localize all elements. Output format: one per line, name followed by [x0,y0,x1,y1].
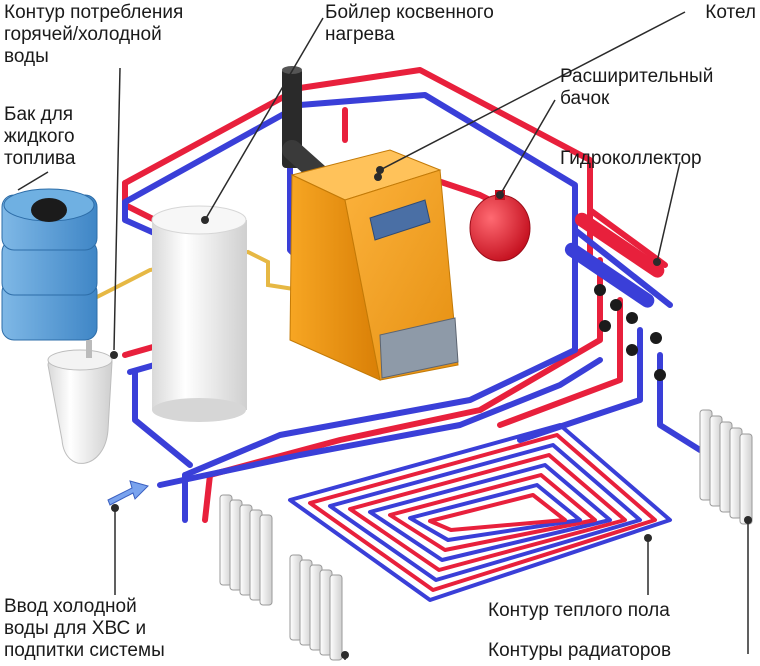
leader-dots [110,166,752,659]
label-radiator-circuits: Контуры радиаторов [488,640,672,661]
fuel-tank [1,188,98,341]
boiler-unit [289,149,459,381]
floor-heating-loops [288,423,672,602]
label-consumption-circuit: Контур потребления горячей/холодной воды [4,2,184,67]
label-hydrocollector: Гидроколлектор [560,148,702,169]
label-floor-heating-circuit: Контур теплого пола [488,600,670,621]
radiator-right [699,409,753,525]
label-boiler: Котел [705,2,756,23]
fuel-pipe [94,249,301,300]
label-indirect-boiler: Бойлер косвенного нагрева [325,2,494,45]
label-cold-water-inlet: Ввод холодной воды для ХВС и подпитки си… [4,596,165,661]
indirect-boiler-cylinder [151,205,247,422]
radiator-left-1 [219,494,273,606]
chimney-pipe [282,66,330,185]
label-expansion-tank: Расширительный бачок [560,66,714,109]
expansion-tank [469,190,531,262]
label-fuel-tank: Бак для жидкого топлива [4,104,76,169]
hydrocollector [564,212,666,381]
hot-supply-pipes [122,67,668,523]
radiator-left-2 [289,554,343,661]
leader-lines [17,11,749,660]
cold-water-inlet-arrow [107,480,149,506]
water-accumulator [47,340,113,464]
